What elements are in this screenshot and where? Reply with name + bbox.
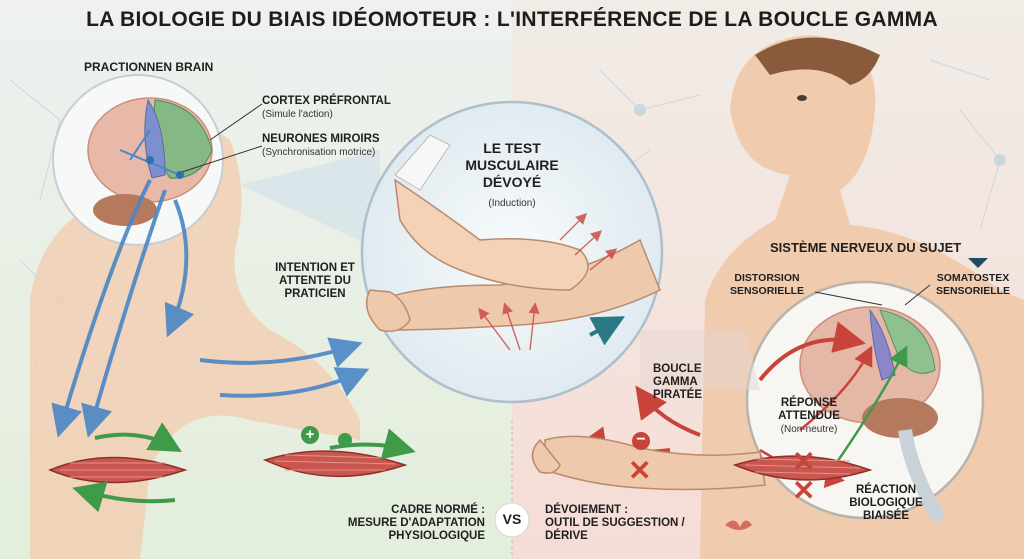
muscle-left-2: [262, 450, 408, 478]
somatostex-label: SOMATOSTEX SENSORIELLE: [935, 272, 1011, 297]
center-circle: [240, 100, 664, 404]
reaction-label: RÉACTION BIOLOGIQUE BIAISÉE: [849, 484, 923, 522]
practitioner-brain-label: PRACTIONNEN BRAIN: [84, 60, 214, 74]
boucle-label: BOUCLE GAMMA PIRATÉE: [653, 363, 702, 401]
cross-icon-muscle-bottom: ✕: [792, 475, 816, 506]
intention-label: INTENTION ET ATTENTE DU PRATICIEN: [275, 262, 355, 300]
right-footer-line2: OUTIL DE SUGGESTION / DÉRIVE: [545, 517, 685, 542]
mirror-title: NEURONES MIROIRS: [262, 133, 380, 145]
test-title: LE TEST MUSCULAIRE DÉVOYÉ: [465, 140, 559, 190]
plus-badge-small: [338, 433, 352, 447]
reponse-label: RÉPONSE ATTENDUE (Non-neutre): [764, 397, 854, 436]
vs-badge: [494, 502, 530, 538]
left-footer: CADRE NORMÉ : MESURE D'ADAPTATION PHYSIO…: [280, 504, 485, 543]
leader-mirror: [181, 145, 263, 173]
mirror-subtitle: (Synchronisation motrice): [262, 147, 376, 158]
muscle-right: [732, 455, 873, 481]
reponse-subtitle: (Non-neutre): [780, 424, 838, 435]
background-neuron-body: [994, 154, 1006, 166]
leader-distortion: [814, 291, 883, 306]
distortion-label: DISTORSION SENSORIELLE: [729, 272, 805, 297]
cross-icon-arm: ✕: [628, 455, 652, 486]
beam: [640, 330, 760, 390]
cross-icon-muscle-top: ✕: [792, 446, 816, 477]
cortex-label: CORTEX PRÉFRONTAL (Simule l'action): [262, 95, 391, 121]
system-pointer: [968, 258, 988, 268]
page-title: LA BIOLOGIE DU BIAIS IDÉOMOTEUR : L'INTE…: [86, 8, 938, 31]
background-neuron-body: [634, 104, 646, 116]
left-footer-line1: CADRE NORMÉ :: [391, 504, 485, 516]
subject-arm: [531, 435, 766, 491]
vs-label: VS: [502, 511, 522, 527]
cortex-subtitle: (Simule l'action): [262, 109, 333, 120]
muscle-left-1: [48, 456, 188, 484]
minus-badge: [632, 432, 650, 450]
mirror-neurons-label: NEURONES MIROIRS (Synchronisation motric…: [262, 133, 380, 159]
cortex-title: CORTEX PRÉFRONTAL: [262, 95, 391, 107]
right-footer-line1: DÉVOIEMENT :: [545, 504, 629, 516]
broken-heart-icon: [725, 520, 752, 530]
leader-somatostex: [904, 284, 931, 306]
blue-neural-arrows: [51, 179, 370, 438]
left-footer-line2: MESURE D'ADAPTATION PHYSIOLOGIQUE: [347, 517, 485, 542]
practitioner-brain-circle: [52, 74, 224, 246]
reponse-title: RÉPONSE ATTENDUE: [778, 397, 840, 422]
plus-badge: [301, 426, 319, 444]
right-footer: DÉVOIEMENT : OUTIL DE SUGGESTION / DÉRIV…: [545, 504, 715, 543]
minus-icon: −: [636, 431, 646, 448]
plus-icon: +: [305, 426, 315, 443]
subject-system-label: SISTÈME NERVEUX DU SUJET: [770, 240, 962, 255]
green-feedback-arrows: [72, 422, 416, 513]
leader-cortex: [209, 103, 263, 141]
test-subtitle: (Induction): [488, 198, 536, 209]
